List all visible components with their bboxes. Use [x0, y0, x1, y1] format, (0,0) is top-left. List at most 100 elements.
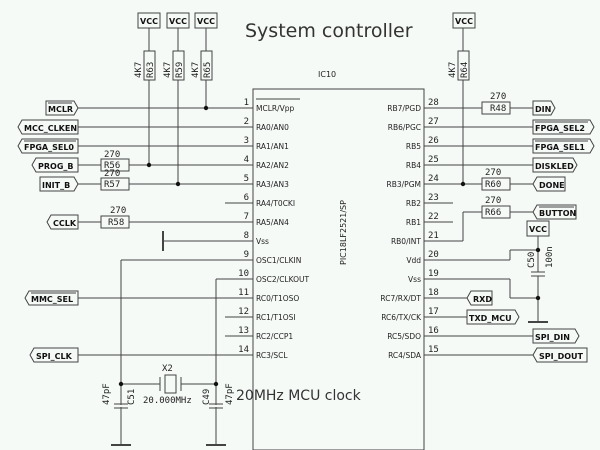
pin-name: RB7/PGD [387, 104, 421, 113]
vcc-label: VCC [169, 17, 187, 26]
pin-name: RA5/AN4 [256, 218, 289, 227]
pin-number: 15 [428, 345, 439, 355]
pin-number: 25 [428, 155, 439, 165]
r60-value: 270 [485, 168, 501, 178]
ic-part: PIC18LF2521/SP [339, 200, 348, 265]
c50-ref: C50 [527, 252, 537, 268]
pin-name: RA2/AN2 [256, 161, 289, 170]
net-fpga-sel0-text: FPGA_SEL0 [24, 143, 74, 152]
net-label-spi-dout[interactable]: SPI_DOUT [532, 347, 588, 363]
net-label-spi-din[interactable]: SPI_DIN [532, 328, 580, 344]
net-label-cclk[interactable]: CCLK [46, 214, 79, 230]
pin-number: 27 [428, 117, 439, 127]
pullup-r63: VCC R63 4K7 [134, 12, 161, 165]
net-label-fpga-sel2[interactable]: FPGA_SEL2 [532, 119, 595, 135]
pin-name: RB0/INT [391, 237, 421, 246]
vcc-label: VCC [455, 17, 473, 26]
capacitor-c49: C49 47pF [202, 383, 235, 409]
pin-number: 16 [428, 326, 439, 336]
net-label-done[interactable]: DONE [532, 176, 566, 192]
r64-ref: R64 [460, 62, 470, 78]
junction [213, 381, 219, 387]
net-label-txd-mcu[interactable]: TXD_MCU [466, 309, 520, 325]
pin-name: RA0/AN0 [256, 123, 289, 132]
r59-ref: R59 [175, 62, 185, 78]
pin-name: RC6/TX/CK [381, 313, 422, 322]
c49-value: 47pF [225, 383, 235, 405]
pin-number: 1 [244, 98, 249, 108]
net-label-diskled[interactable]: DISKLED [532, 157, 578, 173]
net-prog-b-text: PROG_B [38, 162, 74, 171]
net-label-fpga-sel0[interactable]: FPGA_SEL0 [17, 138, 79, 154]
pin-number: 28 [428, 98, 439, 108]
r57-value: 270 [104, 169, 120, 179]
net-label-mcc-clken[interactable]: MCC_CLKEN [17, 119, 79, 135]
pin-number: 26 [428, 136, 439, 146]
r56-ref: R56 [104, 161, 120, 171]
r56-value: 270 [104, 150, 120, 160]
r58-value: 270 [110, 206, 126, 216]
pin-number: 3 [244, 136, 249, 146]
c50-value: 100n [545, 246, 555, 268]
net-label-prog-b[interactable]: PROG_B [31, 157, 79, 173]
r58-ref: R58 [108, 218, 124, 228]
net-label-button[interactable]: BUTTON [532, 204, 577, 220]
pin-name: RA4/T0CKI [256, 199, 295, 208]
resistor-r63 [143, 50, 156, 81]
pin-number: 22 [428, 212, 439, 222]
pin-number: 6 [244, 193, 249, 203]
r48-ref: R48 [490, 104, 506, 114]
net-label-din[interactable]: DIN [532, 100, 556, 116]
resistor-r65 [200, 50, 213, 81]
pin-number: 9 [244, 250, 249, 260]
clock-note: 20MHz MCU clock [236, 388, 362, 404]
net-label-fpga-sel1[interactable]: FPGA_SEL1 [532, 138, 595, 154]
c51-ref: C51 [127, 389, 137, 405]
net-label-mmc-sel[interactable]: MMC_SEL [24, 290, 79, 306]
r65-value: 4K7 [191, 62, 201, 78]
net-mmc-sel-text: MMC_SEL [31, 295, 73, 304]
pin-name: Vdd [406, 256, 421, 265]
net-label-mclr[interactable]: MCLR [45, 100, 79, 116]
net-init-b-text: INIT_B [42, 181, 70, 190]
junction [203, 105, 209, 111]
pin-name: OSC2/CLKOUT [256, 275, 310, 284]
net-label-init-b[interactable]: INIT_B [39, 176, 79, 192]
net-cclk-text: CCLK [53, 219, 77, 228]
pin-number: 14 [238, 345, 249, 355]
r59-value: 4K7 [163, 62, 173, 78]
schematic-title: System controller [245, 20, 413, 42]
net-spi-din-text: SPI_DIN [535, 333, 570, 342]
c51-value: 47pF [102, 383, 112, 405]
r65-ref: R65 [203, 62, 213, 78]
r66-ref: R66 [485, 208, 501, 218]
pullup-r65: VCC R65 4K7 [191, 12, 218, 108]
pin-number: 13 [238, 326, 249, 336]
junction [146, 162, 152, 168]
net-fpga-sel1-text: FPGA_SEL1 [535, 143, 585, 152]
net-spi-clk-text: SPI_CLK [36, 352, 73, 361]
vcc-label: VCC [140, 17, 158, 26]
r64-value: 4K7 [448, 62, 458, 78]
vcc-label: VCC [529, 225, 547, 234]
net-label-spi-clk[interactable]: SPI_CLK [29, 347, 79, 363]
pin-name: RC7/RX/DT [380, 294, 421, 303]
net-label-rxd[interactable]: RXD [466, 290, 493, 306]
net-txd-mcu-text: TXD_MCU [469, 314, 512, 323]
pin-number: 21 [428, 231, 439, 241]
net-mcc-clken-text: MCC_CLKEN [24, 124, 77, 133]
